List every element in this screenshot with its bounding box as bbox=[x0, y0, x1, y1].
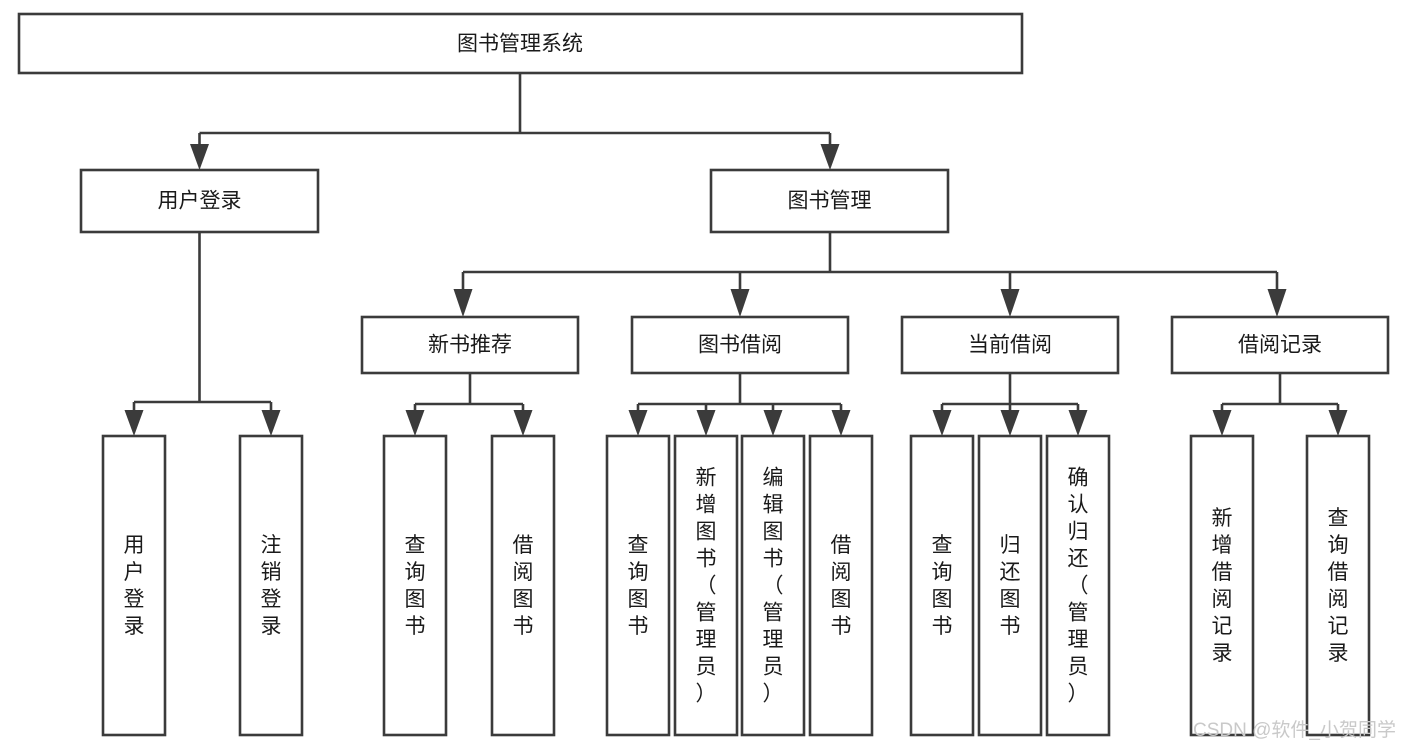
leaf-add-book-box[interactable] bbox=[673, 434, 739, 737]
leaf-confirm-return-label: 确认归还（管理员） bbox=[1068, 467, 1089, 706]
leaf-query-record[interactable]: 查询借阅记录 bbox=[1305, 434, 1371, 737]
arrow-to-leaf-return-book bbox=[1000, 410, 1020, 436]
node-root-box[interactable] bbox=[17, 12, 1024, 75]
node-book-management[interactable]: 图书管理 bbox=[709, 168, 950, 234]
node-new-book-recommend-label: 新书推荐 bbox=[428, 334, 512, 357]
arrow-to-leaf-query-record bbox=[1328, 410, 1348, 436]
leaf-query-book-2[interactable]: 查询图书 bbox=[605, 434, 671, 737]
leaf-edit-book-box[interactable] bbox=[740, 434, 806, 737]
leaf-query-book-1[interactable]: 查询图书 bbox=[382, 434, 448, 737]
node-user-login-box[interactable] bbox=[79, 168, 320, 234]
leaf-user-logout[interactable]: 注销登录 bbox=[238, 434, 304, 737]
leaf-borrow-book-1-label: 借阅图书 bbox=[513, 534, 534, 638]
arrow-to-leaf-user-logout bbox=[261, 410, 281, 436]
arrow-to-leaf-add-book bbox=[696, 410, 716, 436]
arrow-to-leaf-add-record bbox=[1212, 410, 1232, 436]
arrow-to-current-borrow bbox=[1000, 289, 1020, 317]
node-borrow-record-box[interactable] bbox=[1170, 315, 1390, 375]
leaf-add-book[interactable]: 新增图书（管理员） bbox=[673, 434, 739, 737]
node-current-borrow-label: 当前借阅 bbox=[968, 334, 1052, 357]
arrow-to-leaf-borrow-book-2 bbox=[831, 410, 851, 436]
arrow-to-leaf-query-book-2 bbox=[628, 410, 648, 436]
leaf-query-record-label: 查询借阅记录 bbox=[1328, 507, 1349, 665]
leaf-borrow-book-1[interactable]: 借阅图书 bbox=[490, 434, 556, 737]
node-book-management-box[interactable] bbox=[709, 168, 950, 234]
leaf-confirm-return[interactable]: 确认归还（管理员） bbox=[1045, 434, 1111, 737]
leaf-edit-book[interactable]: 编辑图书（管理员） bbox=[740, 434, 806, 737]
node-book-borrow-box[interactable] bbox=[630, 315, 850, 375]
node-book-borrow[interactable]: 图书借阅 bbox=[630, 315, 850, 375]
arrow-to-leaf-user-login bbox=[124, 410, 144, 436]
leaf-query-book-2-label: 查询图书 bbox=[628, 534, 649, 638]
leaf-return-book-label: 归还图书 bbox=[1000, 534, 1021, 638]
leaf-query-book-2-box[interactable] bbox=[605, 434, 671, 737]
leaf-add-record-label: 新增借阅记录 bbox=[1212, 507, 1233, 665]
leaf-query-book-1-label: 查询图书 bbox=[405, 534, 426, 638]
connector-group-borrow-record bbox=[1212, 373, 1348, 436]
leaf-add-record[interactable]: 新增借阅记录 bbox=[1189, 434, 1255, 737]
leaf-query-book-1-box[interactable] bbox=[382, 434, 448, 737]
node-user-login[interactable]: 用户登录 bbox=[79, 168, 320, 234]
leaf-query-book-3[interactable]: 查询图书 bbox=[909, 434, 975, 737]
connector-group-root bbox=[190, 73, 840, 170]
arrow-to-borrow-record bbox=[1267, 289, 1287, 317]
leaf-borrow-book-2-label: 借阅图书 bbox=[831, 534, 852, 638]
leaf-return-book[interactable]: 归还图书 bbox=[977, 434, 1043, 737]
leaf-user-logout-box[interactable] bbox=[238, 434, 304, 737]
node-book-borrow-label: 图书借阅 bbox=[698, 334, 782, 357]
leaf-confirm-return-box[interactable] bbox=[1045, 434, 1111, 737]
leaf-return-book-box[interactable] bbox=[977, 434, 1043, 737]
leaf-add-record-box[interactable] bbox=[1189, 434, 1255, 737]
arrow-to-leaf-confirm-return bbox=[1068, 410, 1088, 436]
leaf-add-book-label: 新增图书（管理员） bbox=[696, 467, 717, 706]
arrow-to-book-borrow bbox=[730, 289, 750, 317]
node-book-management-label: 图书管理 bbox=[788, 190, 872, 213]
arrow-to-leaf-query-book-1 bbox=[405, 410, 425, 436]
connector-group-book-borrow bbox=[628, 373, 851, 436]
leaf-user-login[interactable]: 用户登录 bbox=[101, 434, 167, 737]
node-borrow-record-label: 借阅记录 bbox=[1238, 334, 1322, 357]
leaf-query-book-3-label: 查询图书 bbox=[932, 534, 953, 638]
leaf-borrow-book-2[interactable]: 借阅图书 bbox=[808, 434, 874, 737]
node-root[interactable]: 图书管理系统 bbox=[17, 12, 1024, 75]
leaf-user-login-box[interactable] bbox=[101, 434, 167, 737]
leaf-borrow-book-2-box[interactable] bbox=[808, 434, 874, 737]
leaf-query-book-3-box[interactable] bbox=[909, 434, 975, 737]
csdn-watermark: CSDN @软件_小贺同学 bbox=[1193, 719, 1396, 741]
arrow-to-leaf-edit-book bbox=[763, 410, 783, 436]
node-new-book-recommend-box[interactable] bbox=[360, 315, 580, 375]
leaf-user-login-label: 用户登录 bbox=[124, 534, 145, 638]
node-root-label: 图书管理系统 bbox=[457, 33, 583, 56]
node-borrow-record[interactable]: 借阅记录 bbox=[1170, 315, 1390, 375]
node-user-login-label: 用户登录 bbox=[158, 190, 242, 213]
leaf-borrow-book-1-box[interactable] bbox=[490, 434, 556, 737]
leaf-edit-book-label: 编辑图书（管理员） bbox=[763, 467, 784, 706]
node-current-borrow-box[interactable] bbox=[900, 315, 1120, 375]
leaf-query-record-box[interactable] bbox=[1305, 434, 1371, 737]
arrow-to-new-book-recommend bbox=[453, 289, 473, 317]
connector-group-current-borrow bbox=[932, 373, 1088, 436]
connector-group-user-login bbox=[124, 232, 281, 436]
node-current-borrow[interactable]: 当前借阅 bbox=[900, 315, 1120, 375]
leaf-user-logout-label: 注销登录 bbox=[261, 534, 282, 638]
connector-group-new-book-recommend bbox=[405, 373, 533, 436]
node-new-book-recommend[interactable]: 新书推荐 bbox=[360, 315, 580, 375]
arrow-to-leaf-query-book-3 bbox=[932, 410, 952, 436]
arrow-root-to-book-management bbox=[820, 144, 840, 170]
arrow-root-to-user-login bbox=[190, 144, 209, 170]
connector-group-book-management bbox=[453, 232, 1287, 317]
arrow-to-leaf-borrow-book-1 bbox=[513, 410, 533, 436]
